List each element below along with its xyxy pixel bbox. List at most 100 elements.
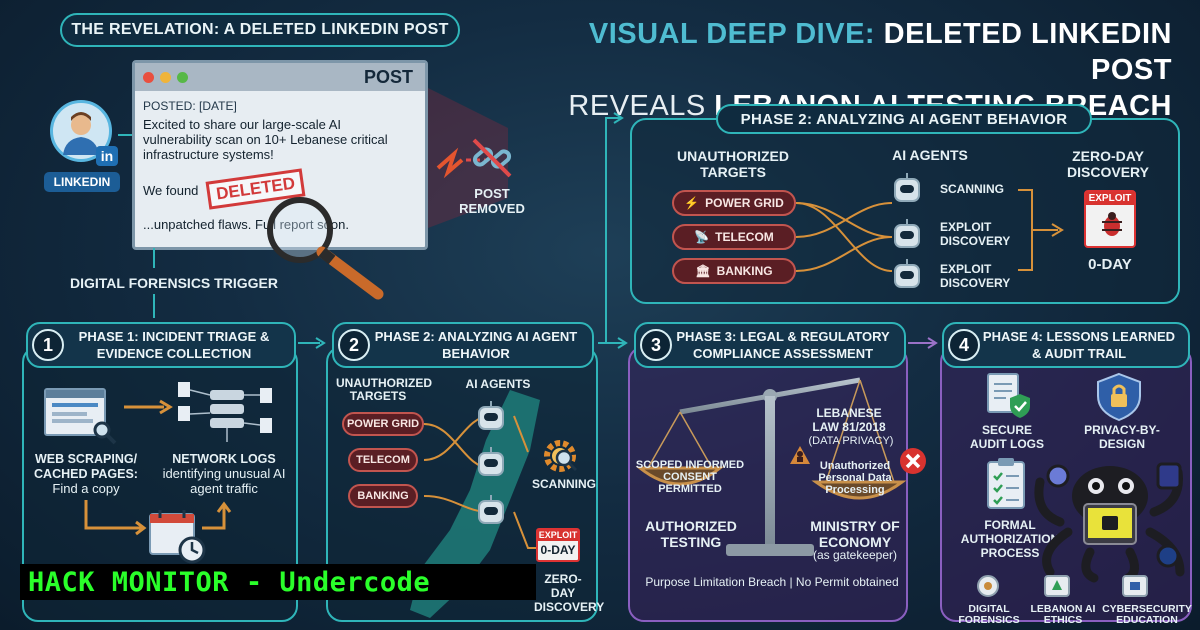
phase2-top-discovery-header: ZERO-DAY DISCOVERY bbox=[1067, 148, 1149, 180]
forensics-trigger-label: DIGITAL FORENSICS TRIGGER bbox=[70, 275, 278, 291]
phase3-law-sub: (DATA PRIVACY) bbox=[808, 435, 894, 447]
post-removed-label: POST REMOVED bbox=[459, 186, 525, 216]
forensics-trigger-line bbox=[153, 248, 155, 268]
antenna-icon: 📡 bbox=[694, 230, 710, 244]
network-logs-desc: identifying unusual AI agent traffic bbox=[162, 466, 286, 496]
post-body: Excited to share our large-scale AI vuln… bbox=[143, 117, 388, 162]
phase4-number: 4 bbox=[948, 329, 980, 361]
top-zero-day: 0-DAY bbox=[1088, 256, 1132, 273]
red-x-icon bbox=[900, 448, 926, 474]
main-title-reveals: REVEALS bbox=[568, 90, 706, 122]
phase2-targets-header: UNAUTHORIZED TARGETS bbox=[336, 376, 432, 403]
hack-monitor-watermark-text: HACK MONITOR - Undercode bbox=[28, 566, 431, 598]
bank-icon: 🏛 bbox=[695, 264, 711, 278]
phase2-zero-day: 0-DAY bbox=[540, 543, 576, 557]
phase1-arrow-right bbox=[124, 399, 173, 415]
phase3-header: PHASE 3: LEGAL & REGULATORY COMPLIANCE A… bbox=[634, 322, 906, 368]
window-max-dot bbox=[177, 72, 188, 83]
phase3-footer: Purpose Limitation Breach | No Permit ob… bbox=[645, 575, 899, 589]
checklist-icon bbox=[987, 458, 1025, 509]
window-min-dot bbox=[160, 72, 171, 83]
phase2-exploit-tag: EXPLOIT bbox=[538, 530, 578, 541]
footer-tag-lebanon-ai-ethics: LEBANON AI ETHICS bbox=[1030, 603, 1096, 626]
lebanon-ethics-icon bbox=[1044, 575, 1070, 597]
top-exploit-card: EXPLOIT bbox=[1084, 190, 1136, 248]
target-banking: BANKING bbox=[348, 484, 418, 508]
phase3-gatekeeper: (as gatekeeper) bbox=[812, 548, 898, 562]
target-power-grid: POWER GRID bbox=[342, 412, 424, 436]
pylon-icon: ⚡ bbox=[684, 196, 700, 210]
server-network-icon bbox=[178, 382, 272, 442]
cybersecurity-education-icon bbox=[1122, 575, 1148, 597]
top-agent-action-3: EXPLOIT DISCOVERY bbox=[940, 262, 1011, 290]
top-agent-action-1: SCANNING bbox=[940, 182, 1005, 196]
find-copy-label: Find a copy bbox=[52, 481, 120, 496]
top-exploit-tag: EXPLOIT bbox=[1086, 192, 1134, 205]
top-ai-agent-robot-2 bbox=[894, 219, 920, 248]
avatar-connector bbox=[118, 134, 132, 136]
target-telecom: TELECOM bbox=[348, 448, 418, 472]
phase3-authorized: AUTHORIZED TESTING bbox=[645, 518, 737, 550]
phase3-left-pan: SCOPED INFORMED CONSENT PERMITTED bbox=[635, 459, 745, 495]
ai-agent-robot-1 bbox=[478, 401, 504, 430]
phase2-number: 2 bbox=[338, 329, 370, 361]
top-flow-lines bbox=[795, 189, 1064, 272]
window-close-dot bbox=[143, 72, 154, 83]
phase3-ministry: MINISTRY OF ECONOMY bbox=[810, 518, 900, 550]
phase4-header: PHASE 4: LESSONS LEARNED & AUDIT TRAIL bbox=[942, 322, 1190, 368]
footer-tag-digital-forensics: DIGITAL FORENSICS bbox=[958, 603, 1020, 626]
broken-link-icon bbox=[472, 138, 512, 178]
top-target-power-grid: ⚡POWER GRID bbox=[672, 190, 796, 216]
top-ai-agent-robot-3 bbox=[894, 259, 920, 288]
phase2-header: PHASE 2: ANALYZING AI AGENT BEHAVIOR bbox=[332, 322, 594, 368]
phase2-top-title: PHASE 2: ANALYZING AI AGENT BEHAVIOR bbox=[716, 104, 1092, 134]
revelation-title: THE REVELATION: A DELETED LINKEDIN POST bbox=[71, 21, 449, 38]
digital-forensics-icon bbox=[977, 575, 999, 597]
search-icon bbox=[93, 421, 117, 445]
ai-agent-robot-3 bbox=[478, 495, 504, 524]
privacy-shield-icon bbox=[1097, 372, 1141, 422]
phase3-number: 3 bbox=[640, 329, 672, 361]
top-target-banking: 🏛BANKING bbox=[672, 258, 796, 284]
post-found: We found bbox=[143, 183, 199, 198]
post-unpatched: ...unpatched flaws. Full report soon. bbox=[143, 217, 349, 232]
network-logs-label: NETWORK LOGS bbox=[172, 452, 276, 466]
octopus-hacker-mascot bbox=[1034, 462, 1185, 583]
phase1-number: 1 bbox=[32, 329, 64, 361]
forensics-trigger-line-lower bbox=[153, 294, 155, 318]
phase2-zero-day-discovery: ZERO-DAY DISCOVERY bbox=[534, 572, 605, 614]
bug-icon bbox=[1102, 212, 1122, 236]
phase2-agents-header: AI AGENTS bbox=[465, 377, 531, 391]
linkedin-label: LINKEDIN bbox=[44, 172, 120, 192]
top-target-telecom: 📡TELECOM bbox=[672, 224, 796, 250]
post-date: POSTED: [DATE] bbox=[143, 99, 237, 113]
phase2-top-agents-header: AI AGENTS bbox=[892, 147, 968, 163]
warning-person-icon bbox=[790, 446, 810, 464]
secure-doc-icon bbox=[987, 373, 1030, 418]
secure-audit-logs: SECURE AUDIT LOGS bbox=[970, 423, 1044, 451]
phase2-flow-lines bbox=[423, 415, 536, 549]
post-window-label: POST bbox=[363, 67, 413, 87]
main-title-subject: DELETED LINKEDIN POST bbox=[883, 18, 1172, 86]
person-icon bbox=[63, 112, 99, 155]
privacy-by-design: PRIVACY-BY-DESIGN bbox=[1084, 423, 1160, 451]
main-title-accent: VISUAL DEEP DIVE: bbox=[588, 18, 876, 50]
phase3-law: LEBANESE LAW 81/2018 bbox=[812, 406, 886, 434]
hack-monitor-watermark: HACK MONITOR - Undercode bbox=[20, 564, 536, 600]
footer-tag-cybersecurity-education: CYBERSECURITY EDUCATION bbox=[1102, 603, 1192, 626]
revelation-title-pill: THE REVELATION: A DELETED LINKEDIN POST bbox=[60, 13, 460, 47]
magnifier-icon bbox=[267, 197, 384, 300]
linkedin-in-badge: in bbox=[96, 146, 118, 166]
scales-of-justice-icon bbox=[635, 377, 907, 556]
ai-agent-robot-2 bbox=[478, 447, 504, 476]
gear-search-icon bbox=[544, 440, 578, 472]
top-ai-agent-robot-1 bbox=[894, 173, 920, 202]
phase1-header: PHASE 1: INCIDENT TRIAGE & EVIDENCE COLL… bbox=[26, 322, 296, 368]
phase1-flow-down bbox=[84, 500, 232, 536]
web-scraping-label: WEB SCRAPING/ CACHED PAGES: bbox=[34, 452, 138, 481]
lebanon-map-shape bbox=[410, 390, 540, 618]
browser-window-icon bbox=[44, 388, 106, 436]
phase3-right-pan: Unauthorized Personal Data Processing bbox=[818, 460, 892, 496]
main-title-line1: VISUAL DEEP DIVE: DELETED LINKEDIN POST bbox=[520, 16, 1172, 88]
